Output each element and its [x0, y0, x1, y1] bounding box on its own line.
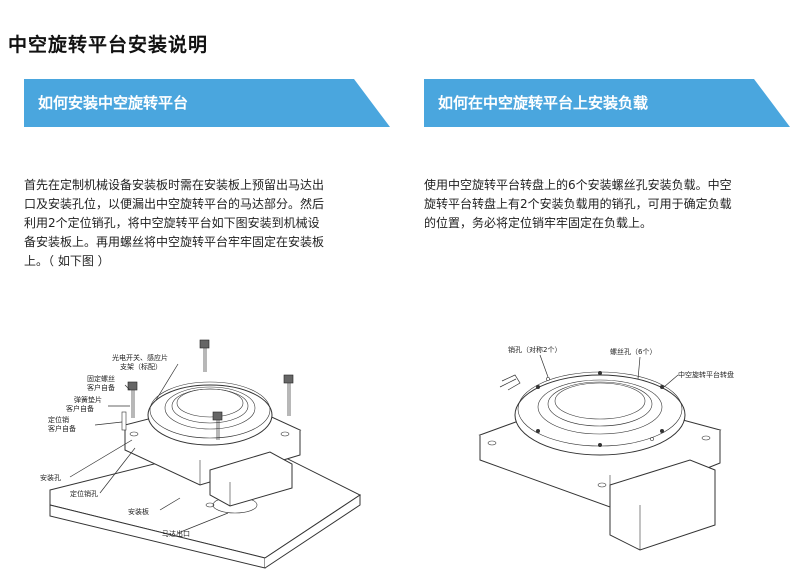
turntable-outer — [147, 384, 273, 446]
screw-left — [127, 381, 138, 418]
right-line: 使用中空旋转平台转盘上的6个安装螺丝孔安装负载。中空 — [424, 178, 732, 192]
screw-right — [283, 374, 294, 416]
label-sensor-bracket-1: 光电开关、感应片 — [112, 353, 168, 362]
right-line: 的位置，务必将定位销牢牢固定在负载上。 — [424, 216, 653, 230]
screw-top — [199, 339, 210, 372]
label-locating-pin-1: 定位销 — [48, 415, 69, 424]
label-sensor-bracket-2: 支架（标配） — [120, 362, 162, 371]
load-mounting-diagram: 销孔（对称2个） 螺丝孔（6个） 中空旋转平台转盘 — [478, 345, 734, 551]
label-pin-holes: 销孔（对称2个） — [508, 345, 561, 354]
mounting-diagram: 光电开关、感应片 支架（标配） 固定螺丝 客户自备 弹簧垫片 客户自备 定位销 … — [40, 339, 361, 569]
label-locating-pin-hole: 定位销孔 — [70, 489, 98, 498]
label-locating-pin-2: 客户自备 — [48, 424, 76, 433]
right-instructions: 使用中空旋转平台转盘上的6个安装螺丝孔安装负载。中空 旋转平台转盘上有2个安装负… — [424, 176, 796, 233]
label-spring-washer-1: 弹簧垫片 — [74, 395, 102, 404]
screw-front — [212, 411, 223, 440]
right-line: 旋转平台转盘上有2个安装负载用的销孔，可用于确定负载 — [424, 197, 732, 211]
label-fixing-screw-1: 固定螺丝 — [87, 374, 115, 383]
label-mounting-plate: 安装板 — [128, 507, 149, 516]
left-line: 利用2个定位销孔，将中空旋转平台如下图安装到机械设 — [24, 216, 320, 230]
left-line: 备安装板上。再用螺丝将中空旋转平台牢牢固定在安装板 — [24, 235, 325, 249]
left-line: 上。（ 如下图 ） — [24, 254, 110, 268]
left-line: 首先在定制机械设备安装板时需在安装板上预留出马达出 — [24, 178, 325, 192]
left-line: 口及安装孔位，以便漏出中空旋转平台的马达部分。然后 — [24, 197, 325, 211]
label-mounting-hole: 安装孔 — [40, 473, 61, 482]
label-spring-washer-2: 客户自备 — [66, 404, 94, 413]
left-section-heading: 如何安装中空旋转平台 — [24, 79, 390, 127]
right-section-heading: 如何在中空旋转平台上安装负载 — [424, 79, 790, 127]
label-fixing-screw-2: 客户自备 — [87, 383, 115, 392]
label-motor-outlet: 马达出口 — [162, 529, 190, 538]
label-turntable: 中空旋转平台转盘 — [678, 370, 734, 379]
label-screw-holes: 螺丝孔（6个） — [610, 347, 656, 356]
page-title: 中空旋转平台安装说明 — [8, 34, 209, 56]
left-instructions: 首先在定制机械设备安装板时需在安装板上预留出马达出 口及安装孔位，以便漏出中空旋… — [24, 176, 386, 271]
